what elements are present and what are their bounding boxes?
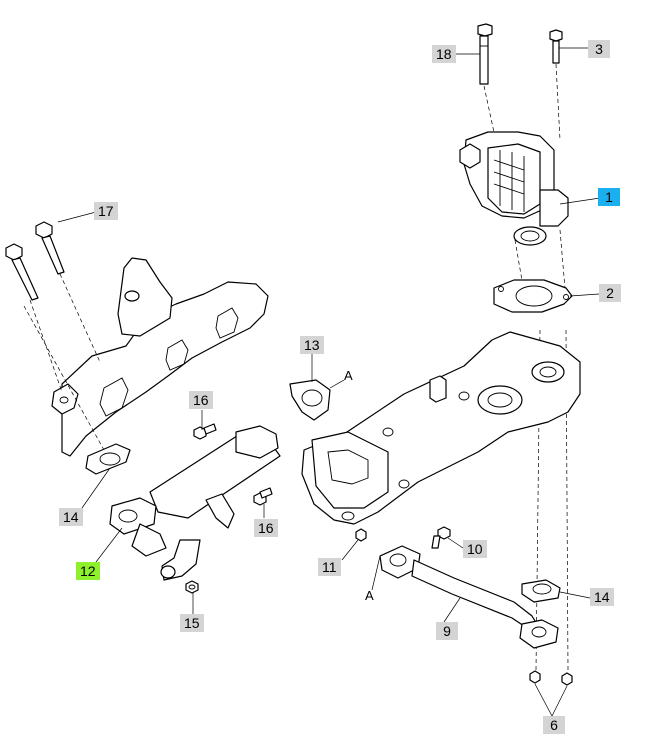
- bolt-18: [477, 23, 493, 85]
- exhaust-manifold: [51, 257, 269, 457]
- callout-3: 3: [588, 40, 610, 58]
- callout-17: 17: [94, 202, 118, 220]
- bolt-6-left: [529, 670, 541, 684]
- bolt-17-left: [5, 243, 39, 301]
- callout-13: 13: [300, 336, 324, 354]
- callout-11: 11: [318, 558, 341, 576]
- callout-1: 1: [598, 188, 620, 206]
- bolt-6-right: [561, 672, 573, 686]
- callout-14-right: 14: [590, 588, 614, 606]
- bolt-17-right: [35, 221, 65, 275]
- callout-12: 12: [76, 562, 100, 580]
- leader-lines: [57, 47, 601, 717]
- callout-6: 6: [543, 716, 565, 734]
- callout-2: 2: [599, 284, 621, 302]
- callout-16-lower: 16: [254, 519, 278, 537]
- bolt-15: [185, 580, 199, 594]
- bolt-16-lower: [253, 487, 273, 506]
- valve-part-1: [459, 131, 569, 246]
- bolt-16-upper: [193, 423, 217, 440]
- gasket-14-left: [85, 443, 131, 475]
- bolt-3: [549, 29, 563, 64]
- callout-10: 10: [463, 540, 487, 558]
- intake-manifold: [301, 331, 581, 525]
- pipe-part-9: [379, 545, 559, 649]
- nut-11: [355, 528, 367, 542]
- egr-cooler-part-12: [109, 425, 281, 581]
- reference-a-top: A: [344, 368, 353, 383]
- callout-16-upper: 16: [189, 391, 213, 409]
- reference-a-bottom: A: [365, 588, 374, 603]
- callout-15: 15: [180, 614, 204, 632]
- callout-14-left: 14: [59, 508, 83, 526]
- callout-18: 18: [432, 45, 456, 63]
- callout-9: 9: [436, 622, 458, 640]
- gasket-14-right: [521, 579, 561, 603]
- bolt-10: [431, 526, 451, 549]
- gasket-part-2: [493, 279, 573, 313]
- gasket-13: [289, 379, 331, 421]
